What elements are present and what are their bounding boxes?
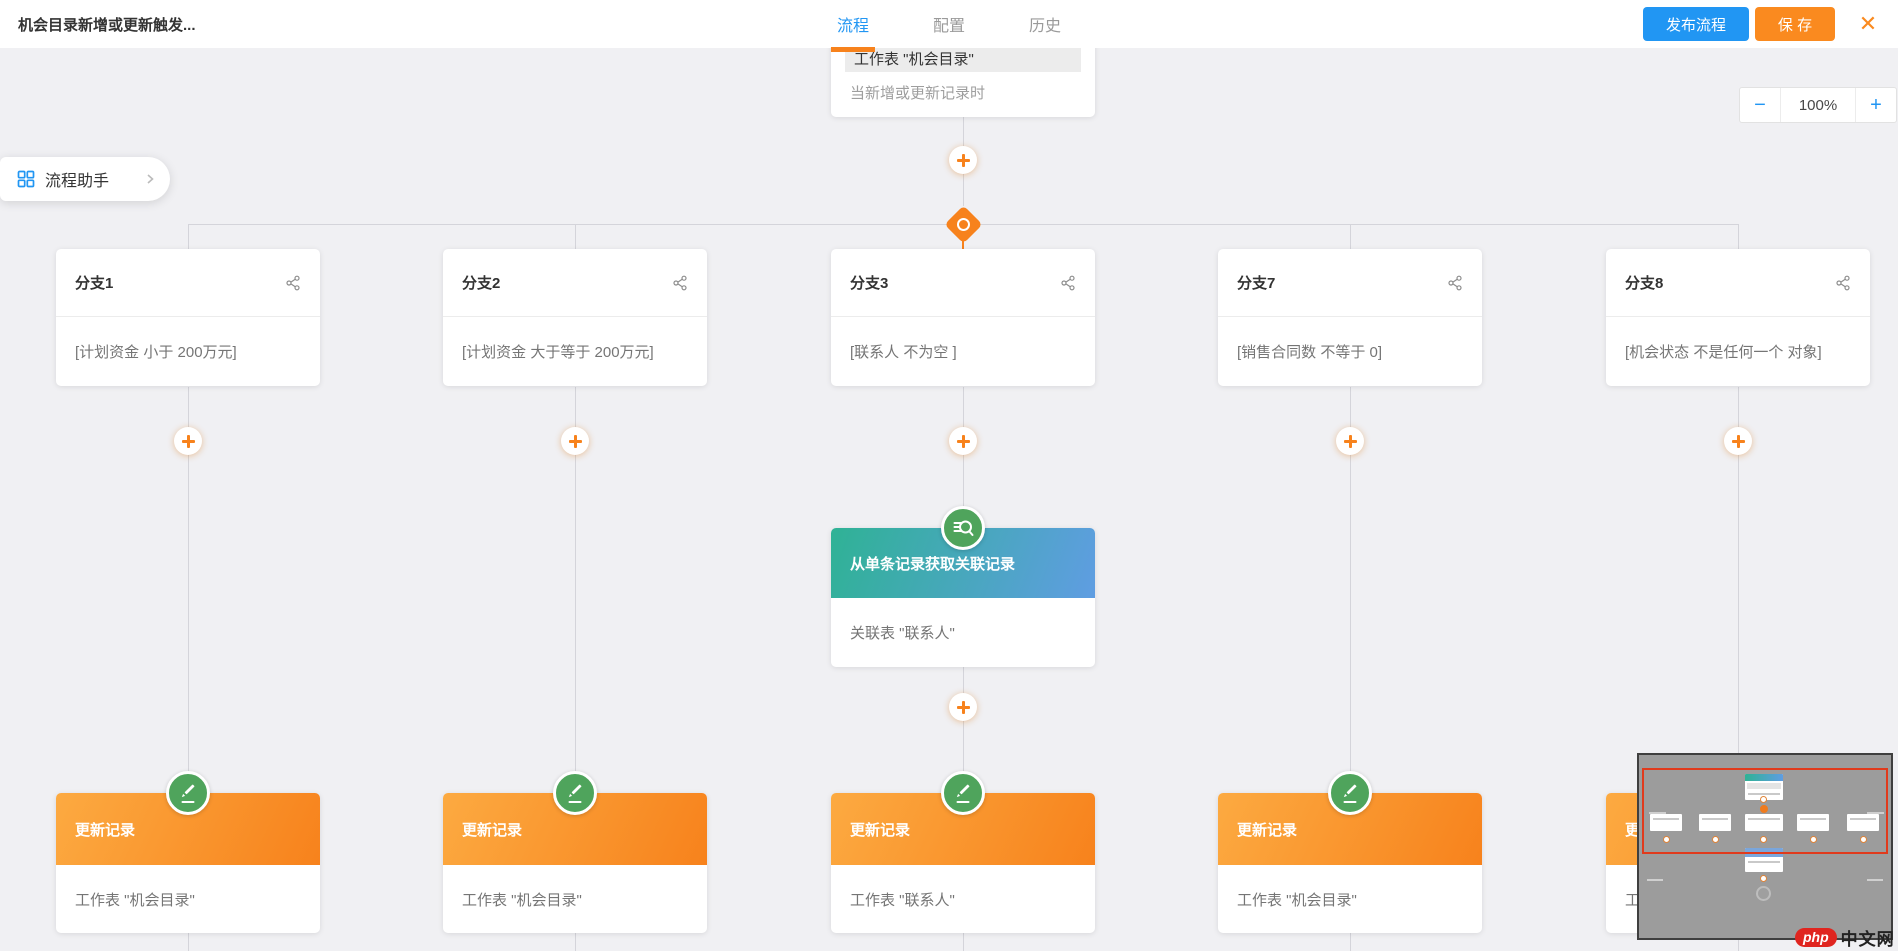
save-button[interactable]: 保 存 — [1755, 7, 1835, 41]
connector-line — [575, 224, 576, 250]
share-icon[interactable] — [1835, 275, 1851, 291]
add-node-button[interactable] — [1724, 427, 1752, 455]
tab-bar: 流程 配置 历史 — [837, 0, 1061, 48]
add-node-button[interactable] — [174, 427, 202, 455]
node-detail: 关联表 "联系人" — [831, 598, 1095, 667]
branch-condition: [联系人 不为空 ] — [831, 317, 1095, 386]
minimap-plus-dot — [1760, 875, 1767, 882]
blocks-icon — [17, 170, 35, 188]
connector-line — [1350, 933, 1351, 951]
node-title: 更新记录 — [462, 819, 522, 840]
flow-assistant-button[interactable]: 流程助手 — [0, 157, 170, 201]
watermark-text: 中文网 — [1841, 925, 1895, 950]
edit-icon — [941, 771, 985, 815]
trigger-selected-row[interactable]: 工作表 "机会目录" — [845, 44, 1081, 72]
zoom-out-button[interactable]: − — [1740, 88, 1780, 122]
update-record-node[interactable]: 更新记录 工作表 "机会目录" — [443, 793, 707, 933]
trigger-description: 当新增或更新记录时 — [831, 81, 1095, 107]
edit-icon — [553, 771, 597, 815]
minimap-end-node — [1756, 886, 1771, 901]
node-title: 更新记录 — [850, 819, 910, 840]
minimap-viewport[interactable] — [1642, 768, 1888, 854]
share-icon[interactable] — [285, 275, 301, 291]
branch-node[interactable]: 分支7 [销售合同数 不等于 0] — [1218, 249, 1482, 386]
share-icon[interactable] — [672, 275, 688, 291]
edit-icon — [1328, 771, 1372, 815]
node-title: 更新记录 — [1237, 819, 1297, 840]
add-node-button[interactable] — [949, 146, 977, 174]
branch-title: 分支8 — [1625, 272, 1663, 293]
assistant-label: 流程助手 — [45, 167, 109, 191]
branch-title: 分支1 — [75, 272, 113, 293]
connector-line — [1738, 224, 1739, 250]
chevron-right-icon — [144, 173, 156, 185]
update-record-node[interactable]: 更新记录 工作表 "联系人" — [831, 793, 1095, 933]
share-icon[interactable] — [1447, 275, 1463, 291]
tab-config[interactable]: 配置 — [933, 12, 965, 36]
branch-condition: [计划资金 大于等于 200万元] — [443, 317, 707, 386]
node-detail: 工作表 "机会目录" — [443, 865, 707, 933]
add-node-button[interactable] — [561, 427, 589, 455]
find-record-icon — [941, 506, 985, 550]
minimap[interactable] — [1637, 753, 1893, 940]
tab-flow[interactable]: 流程 — [837, 12, 869, 36]
update-record-node[interactable]: 更新记录 工作表 "机会目录" — [56, 793, 320, 933]
zoom-level: 100% — [1780, 88, 1856, 122]
branch-title: 分支3 — [850, 272, 888, 293]
branch-gateway-icon[interactable] — [944, 205, 982, 243]
branch-node[interactable]: 分支8 [机会状态 不是任何一个 对象] — [1606, 249, 1870, 386]
branch-node[interactable]: 分支3 [联系人 不为空 ] — [831, 249, 1095, 386]
branch-condition: [机会状态 不是任何一个 对象] — [1606, 317, 1870, 386]
tab-history[interactable]: 历史 — [1029, 12, 1061, 36]
node-detail: 工作表 "联系人" — [831, 865, 1095, 933]
node-title: 更新记录 — [75, 819, 135, 840]
node-detail: 工作表 "机会目录" — [1218, 865, 1482, 933]
add-node-button[interactable] — [949, 427, 977, 455]
share-icon[interactable] — [1060, 275, 1076, 291]
connector-line — [188, 933, 189, 951]
watermark: php 中文网 — [1795, 925, 1895, 950]
edit-icon — [166, 771, 210, 815]
branch-node[interactable]: 分支2 [计划资金 大于等于 200万元] — [443, 249, 707, 386]
zoom-in-button[interactable]: + — [1856, 88, 1896, 122]
add-node-button[interactable] — [1336, 427, 1364, 455]
zoom-control: − 100% + — [1739, 87, 1897, 123]
get-record-node[interactable]: 从单条记录获取关联记录 关联表 "联系人" — [831, 528, 1095, 667]
connector-line — [188, 224, 189, 250]
close-icon[interactable]: ✕ — [1848, 6, 1888, 42]
minimap-line — [1867, 879, 1883, 881]
branch-title: 分支2 — [462, 272, 500, 293]
workflow-title: 机会目录新增或更新触发... — [18, 0, 196, 48]
connector-line — [1350, 224, 1351, 250]
minimap-line — [1647, 879, 1663, 881]
add-node-button[interactable] — [949, 693, 977, 721]
node-detail: 工作表 "机会目录" — [56, 865, 320, 933]
node-title: 从单条记录获取关联记录 — [850, 553, 1015, 574]
branch-condition: [计划资金 小于 200万元] — [56, 317, 320, 386]
branch-node[interactable]: 分支1 [计划资金 小于 200万元] — [56, 249, 320, 386]
update-record-node[interactable]: 更新记录 工作表 "机会目录" — [1218, 793, 1482, 933]
connector-line — [963, 933, 964, 951]
branch-condition: [销售合同数 不等于 0] — [1218, 317, 1482, 386]
connector-line — [575, 933, 576, 951]
top-bar: 机会目录新增或更新触发... 流程 配置 历史 发布流程 保 存 ✕ — [0, 0, 1898, 48]
branch-title: 分支7 — [1237, 272, 1275, 293]
publish-flow-button[interactable]: 发布流程 — [1643, 7, 1749, 41]
php-logo: php — [1795, 928, 1837, 947]
